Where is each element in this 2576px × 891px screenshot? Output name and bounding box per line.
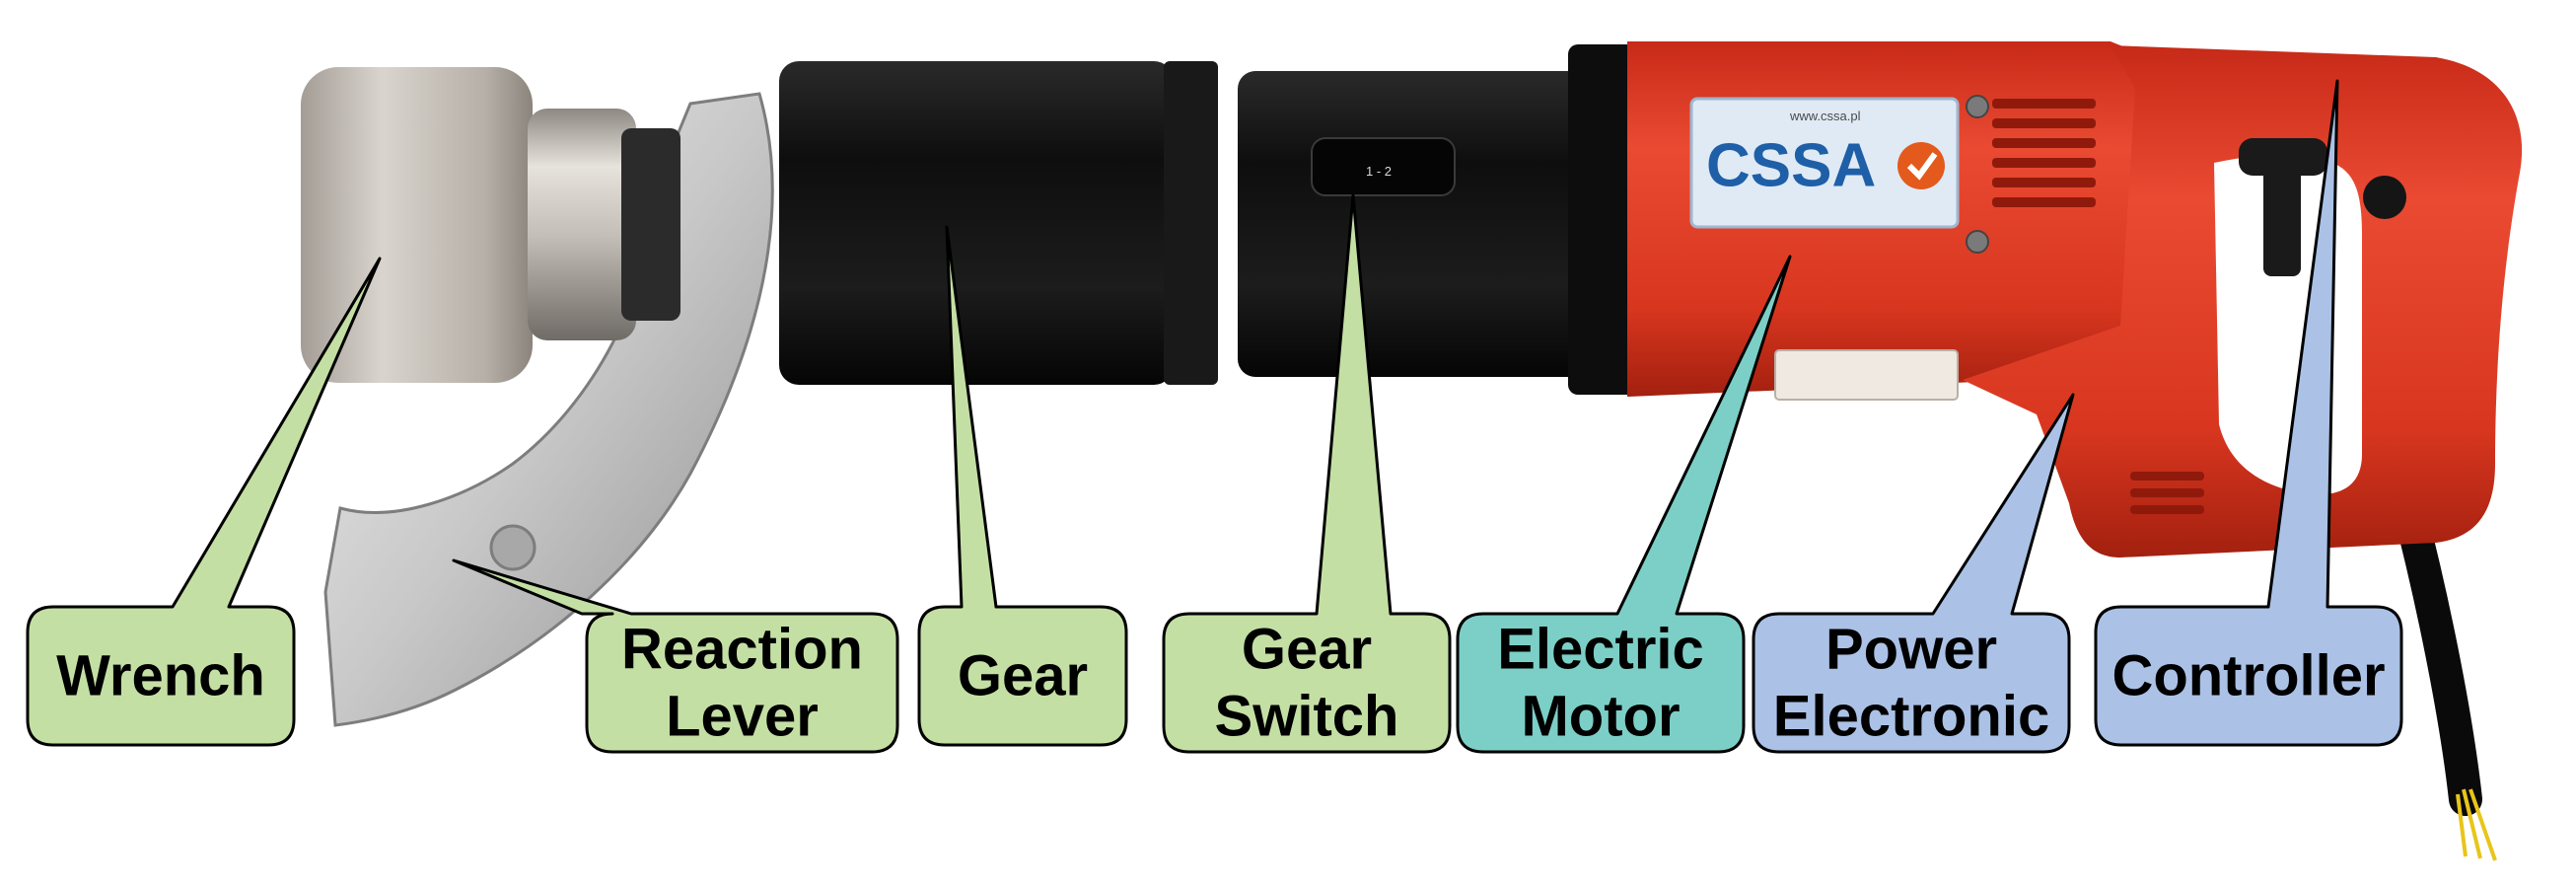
brand-logo-check	[1906, 152, 1938, 181]
brand-logo-mark	[1897, 142, 1945, 189]
brand-plate	[1689, 97, 1960, 229]
gear-switch-marking: 1 - 2	[1366, 164, 1392, 179]
callout-label-electric-motor-line-1: Electric	[1497, 618, 1704, 682]
cable-wires	[2456, 788, 2497, 861]
callout-label-reaction-lever-line-1: Reaction	[621, 618, 863, 682]
rating-label	[1774, 349, 1959, 401]
callout-bubble-reaction-lever	[452, 558, 899, 754]
gear-switch-knob	[1311, 137, 1456, 196]
gear-switch-housing	[1238, 71, 1593, 377]
motor-end-cap	[1568, 44, 1642, 395]
callout-label-controller-line-1: Controller	[2111, 644, 2385, 708]
callout-gear: Gear	[917, 225, 1128, 747]
gear-housing	[779, 61, 1174, 385]
callout-label-gear-switch-line-1: Gear	[1242, 618, 1372, 682]
callout-bubble-power-electronic	[1752, 393, 2075, 754]
socket-adapter	[621, 128, 680, 321]
socket-neck	[528, 109, 636, 340]
brand-url: www.cssa.pl	[1789, 109, 1861, 123]
handle-vents	[2130, 472, 2204, 514]
callout-bubble-controller	[2094, 79, 2403, 747]
callout-wrench: Wrench	[26, 257, 382, 747]
callout-label-wrench-line-1: Wrench	[56, 644, 265, 708]
trigger-lever	[2263, 163, 2301, 276]
callout-label-electric-motor-line-2: Motor	[1521, 685, 1680, 749]
gear-ring	[1164, 61, 1218, 385]
trigger	[2239, 138, 2327, 176]
callout-bubble-wrench	[26, 257, 382, 747]
callout-bubble-electric-motor	[1456, 255, 1792, 754]
callout-label-power-electronic-line-2: Electronic	[1773, 685, 2049, 749]
screw-bottom	[1966, 230, 1989, 254]
callout-controller: Controller	[2094, 79, 2403, 747]
motor-vents	[1992, 99, 2096, 207]
lever-hole	[489, 524, 537, 571]
lock-button	[2363, 176, 2406, 219]
callout-label-reaction-lever-line-2: Lever	[666, 685, 819, 749]
callout-bubble-gear	[917, 225, 1128, 747]
callout-label-gear-line-1: Gear	[958, 644, 1088, 708]
callout-label-power-electronic-line-1: Power	[1825, 618, 1997, 682]
screw-top	[1966, 95, 1989, 118]
brand-logo: CSSA	[1706, 132, 1876, 200]
callout-label-gear-switch-line-2: Switch	[1215, 685, 1399, 749]
callout-bubble-gear-switch	[1162, 193, 1452, 754]
